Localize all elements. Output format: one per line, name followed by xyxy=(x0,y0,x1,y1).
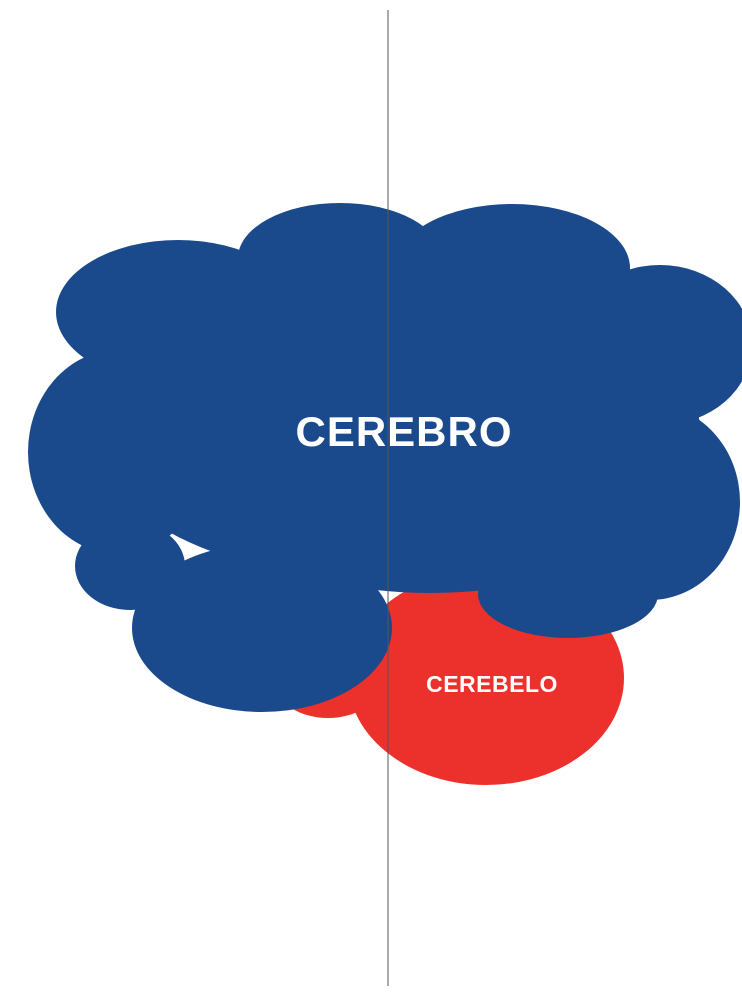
cerebro-lobe xyxy=(90,278,700,582)
cerebro-lobe xyxy=(132,544,392,712)
cerebro-lobe xyxy=(280,503,580,593)
cerebelo-label: CEREBELO xyxy=(426,671,558,697)
cerebro-region xyxy=(28,203,742,712)
cerebro-label: CEREBRO xyxy=(295,408,512,455)
